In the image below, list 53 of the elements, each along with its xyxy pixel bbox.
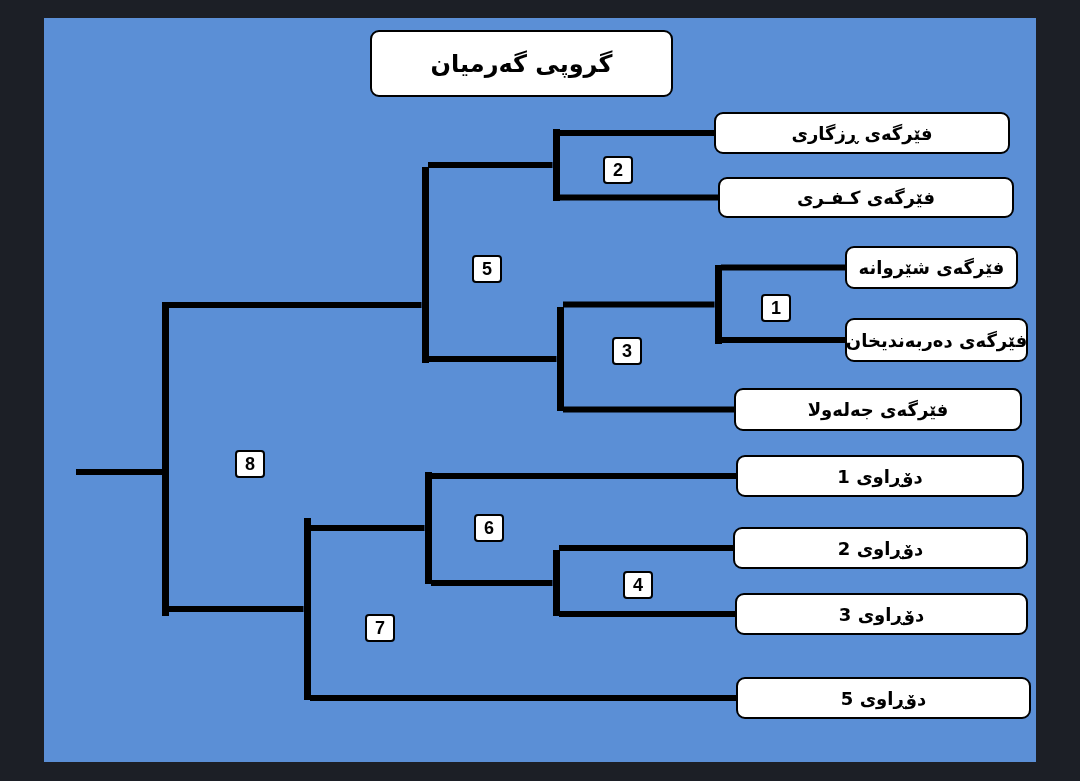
bracket-line xyxy=(559,130,714,136)
team-name: دۆڕاوی 3 xyxy=(838,603,925,625)
match-number: 7 xyxy=(365,614,395,642)
match-number: 8 xyxy=(235,450,265,478)
match-number: 3 xyxy=(612,337,642,365)
bracket-line xyxy=(428,356,557,362)
bracket-line xyxy=(310,525,425,531)
team-box xyxy=(845,246,1018,289)
bracket-line xyxy=(428,162,553,168)
bracket-line xyxy=(168,606,304,612)
bracket-line xyxy=(310,695,736,701)
bracket-line xyxy=(168,302,422,308)
bracket-bar xyxy=(552,129,560,201)
team-box xyxy=(734,388,1022,431)
team-box xyxy=(736,455,1024,497)
team-box xyxy=(736,677,1031,719)
team-name: فێرگەی کـفـری xyxy=(797,187,935,208)
bracket-line xyxy=(721,337,845,343)
bracket-line xyxy=(563,301,715,308)
bracket-bar xyxy=(552,550,560,616)
match-number: 1 xyxy=(761,294,791,322)
match-number: 5 xyxy=(472,255,502,283)
team-name: دۆڕاوی 5 xyxy=(840,687,927,709)
bracket-bar xyxy=(161,302,169,616)
team-name: دۆڕاوی 2 xyxy=(837,537,924,559)
bracket-line xyxy=(431,580,553,586)
team-name: فێرگەی شێروانە xyxy=(858,257,1005,278)
team-name: فێرگەی ڕزگاری xyxy=(791,122,933,144)
match-number: 6 xyxy=(474,514,504,542)
team-name: دۆڕاوی 1 xyxy=(837,465,923,487)
bracket-bar xyxy=(424,472,432,584)
team-box xyxy=(735,593,1028,635)
bracket-line xyxy=(721,264,845,271)
bracket-line xyxy=(559,194,718,201)
bracket-bar xyxy=(714,265,722,344)
team-name: فێرگەی جەلەولا xyxy=(807,399,949,420)
bracket-line xyxy=(563,406,734,413)
team-box xyxy=(733,527,1028,569)
bracket-bar xyxy=(303,518,311,700)
match-number: 4 xyxy=(623,571,653,599)
team-box xyxy=(845,318,1028,362)
title-box xyxy=(370,30,673,97)
bracket-line xyxy=(559,545,733,551)
match-number: 2 xyxy=(603,156,633,184)
team-box xyxy=(714,112,1010,154)
team-box xyxy=(718,177,1014,218)
bracket-bar xyxy=(556,307,564,411)
title: گروپی گەرمیان xyxy=(430,49,613,78)
team-name: فێرگەی دەربەندیخان xyxy=(845,329,1028,351)
bracket-line xyxy=(431,473,736,479)
bracket-bar xyxy=(421,167,429,363)
bracket-line xyxy=(76,469,162,475)
bracket-line xyxy=(559,611,735,617)
